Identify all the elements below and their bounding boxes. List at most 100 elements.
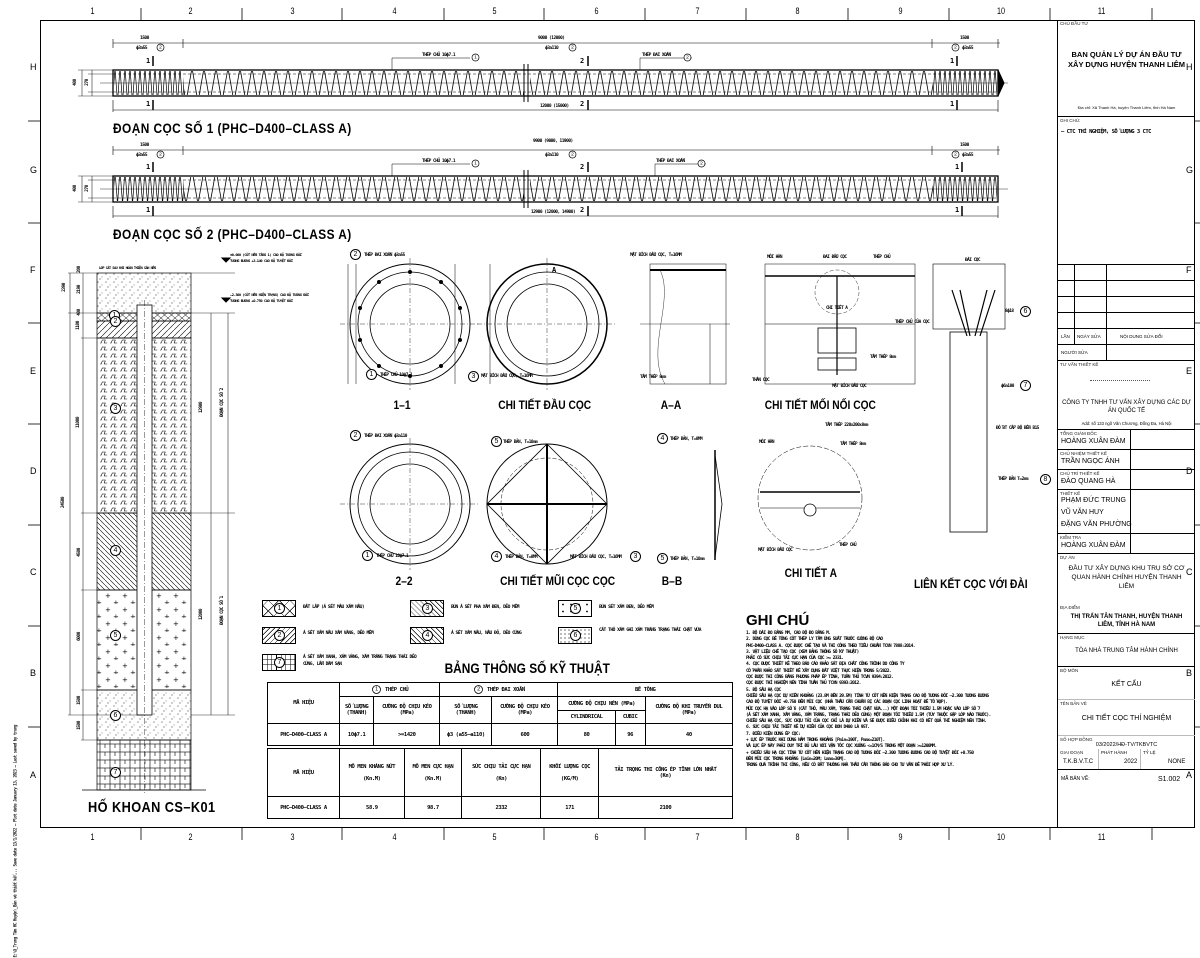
total-length: 12900 (12000, 14900) xyxy=(531,210,576,215)
marker-2: 2 xyxy=(350,430,361,441)
grid-row: H xyxy=(30,62,37,72)
contract-no: 03/2022/HĐ-TV/TKBVTC xyxy=(1095,742,1158,748)
spiral-mid: ϕ3a110 xyxy=(545,153,559,158)
grid-row: D xyxy=(30,466,37,476)
note-line: VÀ LỰC ÉP NÀY PHẢI DUY TRÌ ĐỦ LÂU VỚI VẬ… xyxy=(746,744,937,750)
spiral-label: THÉP ĐAI XOẮN xyxy=(656,159,685,164)
th-mass: KHỐI LƯỢNG CỌC(KG/M) xyxy=(540,748,599,797)
layer-5-marker: 5 xyxy=(110,630,121,641)
cell-code: PHC–D400–CLASS A xyxy=(267,796,340,819)
stage-value: T.K.B.V.T.C xyxy=(1063,759,1094,765)
joint-cap: ĐAI ĐẦU CỌC xyxy=(823,255,847,260)
th-tensile-unit: (MPa) xyxy=(399,710,415,716)
marker-2: 2 xyxy=(697,159,706,168)
pile-seg-2-label: ĐOẠN CỌC SỐ 2 xyxy=(219,388,225,417)
note-line: PHC–D400–CLASS A. CỌC ĐƯỢC CHẾ TẠO VÀ TH… xyxy=(746,643,916,649)
grid-col: 6 xyxy=(594,6,599,16)
th-press-unit: (Kn) xyxy=(659,772,672,779)
scale-value: NONE xyxy=(1168,759,1186,765)
grid-row: E xyxy=(30,366,37,376)
th-transfer: CƯỜNG ĐỘ KHI TRUYỀN DUL(MPa) xyxy=(644,696,734,724)
th-concrete: BÊ TÔNG xyxy=(557,682,733,697)
section-A-mark: A xyxy=(552,266,556,274)
tip-flange: MẶT BÍCH ĐẦU CỌC, T=16MM xyxy=(570,555,622,560)
owner-caption: CHỦ ĐẦU TƯ xyxy=(1060,21,1089,26)
layer-2-marker: 2 xyxy=(110,316,121,327)
dim: 2390 xyxy=(61,283,67,292)
dim: 200 xyxy=(76,266,82,273)
grid-col: 11 xyxy=(1097,6,1106,16)
marker-2: 2 xyxy=(951,150,960,159)
dim: 4500 xyxy=(76,548,82,557)
revision-row xyxy=(1058,281,1195,297)
grid-col: 6 xyxy=(594,832,599,842)
level-cut-1: –2.300 (CỐT NỀN HIỆN TRẠNG) CAO ĐỘ TƯƠNG… xyxy=(230,292,309,297)
level-cut-2: TƯƠNG ĐƯƠNG +0.750 CAO ĐỘ TUYỆT ĐỐI xyxy=(230,298,293,303)
th-ult-label: MÔ MEN CỰC HẠN xyxy=(412,763,454,770)
stage-row: GIAI ĐOẠN T.K.B.V.T.C PHÁT HÀNH 2022 TỶ … xyxy=(1058,749,1195,770)
grid-col: 2 xyxy=(188,832,193,842)
item-caption: HẠNG MỤC xyxy=(1060,635,1085,640)
joint-flange: MẶT BÍCH ĐẦU CỌC xyxy=(832,384,867,389)
notes-title: GHI CHÚ xyxy=(746,612,810,629)
contract-caption: SỐ HỢP ĐỒNG xyxy=(1060,737,1093,742)
th-transfer-unit: (MPa) xyxy=(681,710,697,716)
th-spiral-label: THÉP ĐAI XOẮN xyxy=(486,687,525,693)
grid-row: C xyxy=(1186,567,1193,577)
marker-4: 4 xyxy=(657,433,668,444)
th-mass-unit: (KG/M) xyxy=(560,775,579,782)
note-line: TRONG QUÁ TRÌNH THI CÔNG, NẾU CÓ BẤT THƯ… xyxy=(746,763,955,769)
section-mark: 1 xyxy=(950,100,954,108)
note-line: 3. VẬT LIỆU CHẾ TẠO CỌC (XEM BẢNG THÔNG … xyxy=(746,649,859,655)
notes-content: – CTC THÍ NGHIỆM, SỐ LƯỢNG 3 CTC xyxy=(1061,129,1151,135)
cap-bars: 8ϕ18 xyxy=(1005,309,1014,314)
contract-block: SỐ HỢP ĐỒNG 03/2022/HĐ-TV/TKBVTC xyxy=(1058,736,1195,749)
note-line: CỌC ĐƯỢC THI CÔNG BẰNG PHƯƠNG PHÁP ÉP TĨ… xyxy=(746,675,894,681)
grid-col: 5 xyxy=(492,6,497,16)
grid-col: 4 xyxy=(392,6,397,16)
grid-col: 7 xyxy=(695,6,700,16)
lead-name: ĐÀO QUANG HÀ xyxy=(1061,478,1116,485)
section-mark: 2 xyxy=(580,57,584,65)
legend-text-4: Á SÉT XÁM NÂU, NÂU ĐỎ, DẺO CỨNG xyxy=(451,631,522,636)
notes-block: GHI CHÚ: – CTC THÍ NGHIỆM, SỐ LƯỢNG 3 CT… xyxy=(1058,117,1195,265)
th-qty: SỐ LƯỢNG(THANH) xyxy=(439,696,493,724)
checker-name: HOÀNG XUÂN ĐÀM xyxy=(1061,542,1126,549)
section-mark: 1 xyxy=(146,163,150,171)
item-name: TÒA NHÀ TRUNG TÂM HÀNH CHÍNH xyxy=(1075,648,1178,654)
grid-row: A xyxy=(30,770,37,780)
section-mark: 2 xyxy=(580,206,584,214)
marker-2: 2 xyxy=(350,249,361,260)
designer-caption: THIẾT KẾ xyxy=(1060,491,1081,496)
th-cap-unit: (Kn) xyxy=(495,775,508,782)
general-notes: GHI CHÚ 1. ĐỘ DÀI ĐO BẰNG MM, CAO ĐỘ ĐO … xyxy=(746,613,1046,770)
main-bar-label: THÉP CHỦ 10ϕ7.1 xyxy=(422,159,456,164)
grid-row: F xyxy=(30,265,36,275)
legend-swatch-2: 2 xyxy=(262,627,296,644)
cap-pile-bar: THÉP CHỦ CỦA CỌC xyxy=(895,320,930,325)
aa-flange: MẶT BÍCH ĐẦU CỌC, T=16MM xyxy=(630,253,682,258)
note-line: + CHIỀU SÂU HẠ CỌC TÍNH TỪ CỐT NỀN HIỆN … xyxy=(746,750,974,756)
note-line: 1. ĐỘ DÀI ĐO BẰNG MM, CAO ĐỘ ĐO BẰNG M. xyxy=(746,631,831,636)
main-bar-label: THÉP CHỦ 10ϕ7.1 xyxy=(422,53,456,58)
th-crack-label: MÔ MEN KHÁNG NỨT xyxy=(348,763,396,770)
cell-cap: 2332 xyxy=(461,796,542,819)
dim-left: 1500 xyxy=(140,143,149,148)
marker-3: 3 xyxy=(630,551,641,562)
drawing-name: CHI TIẾT CỌC THÍ NGHIỆM xyxy=(1081,715,1172,722)
sheet-row: MÃ BẢN VẼ: S1.002 xyxy=(1058,770,1195,790)
bb-plate10: THÉP BẢN, T=10mm xyxy=(670,557,705,562)
spiral-right: ϕ3a55 xyxy=(962,153,974,158)
note-line: ĐẾN MŨI CỌC TRONG KHOẢNG [Lmin=20M; Lmax… xyxy=(746,756,846,762)
detail-A-title: CHI TIẾT A xyxy=(784,566,837,580)
legend-swatch-5: 5 xyxy=(558,600,592,617)
issue-caption: PHÁT HÀNH xyxy=(1101,750,1127,755)
dim-mid: 9000 (12000) xyxy=(538,36,565,41)
grid-row: B xyxy=(1186,668,1193,678)
cap-plate: THÉP BẢN T=2mm xyxy=(998,477,1029,482)
a-plate2: TẤM THÉP 8mm xyxy=(840,442,866,447)
dept-name: KẾT CẤU xyxy=(1111,681,1142,688)
legend-text-2: Á SÉT XÁM NÂU XÁM VÀNG, DẺO MỀM xyxy=(303,631,374,636)
grid-col: 3 xyxy=(290,6,295,16)
layer-4-marker: 4 xyxy=(110,545,121,556)
